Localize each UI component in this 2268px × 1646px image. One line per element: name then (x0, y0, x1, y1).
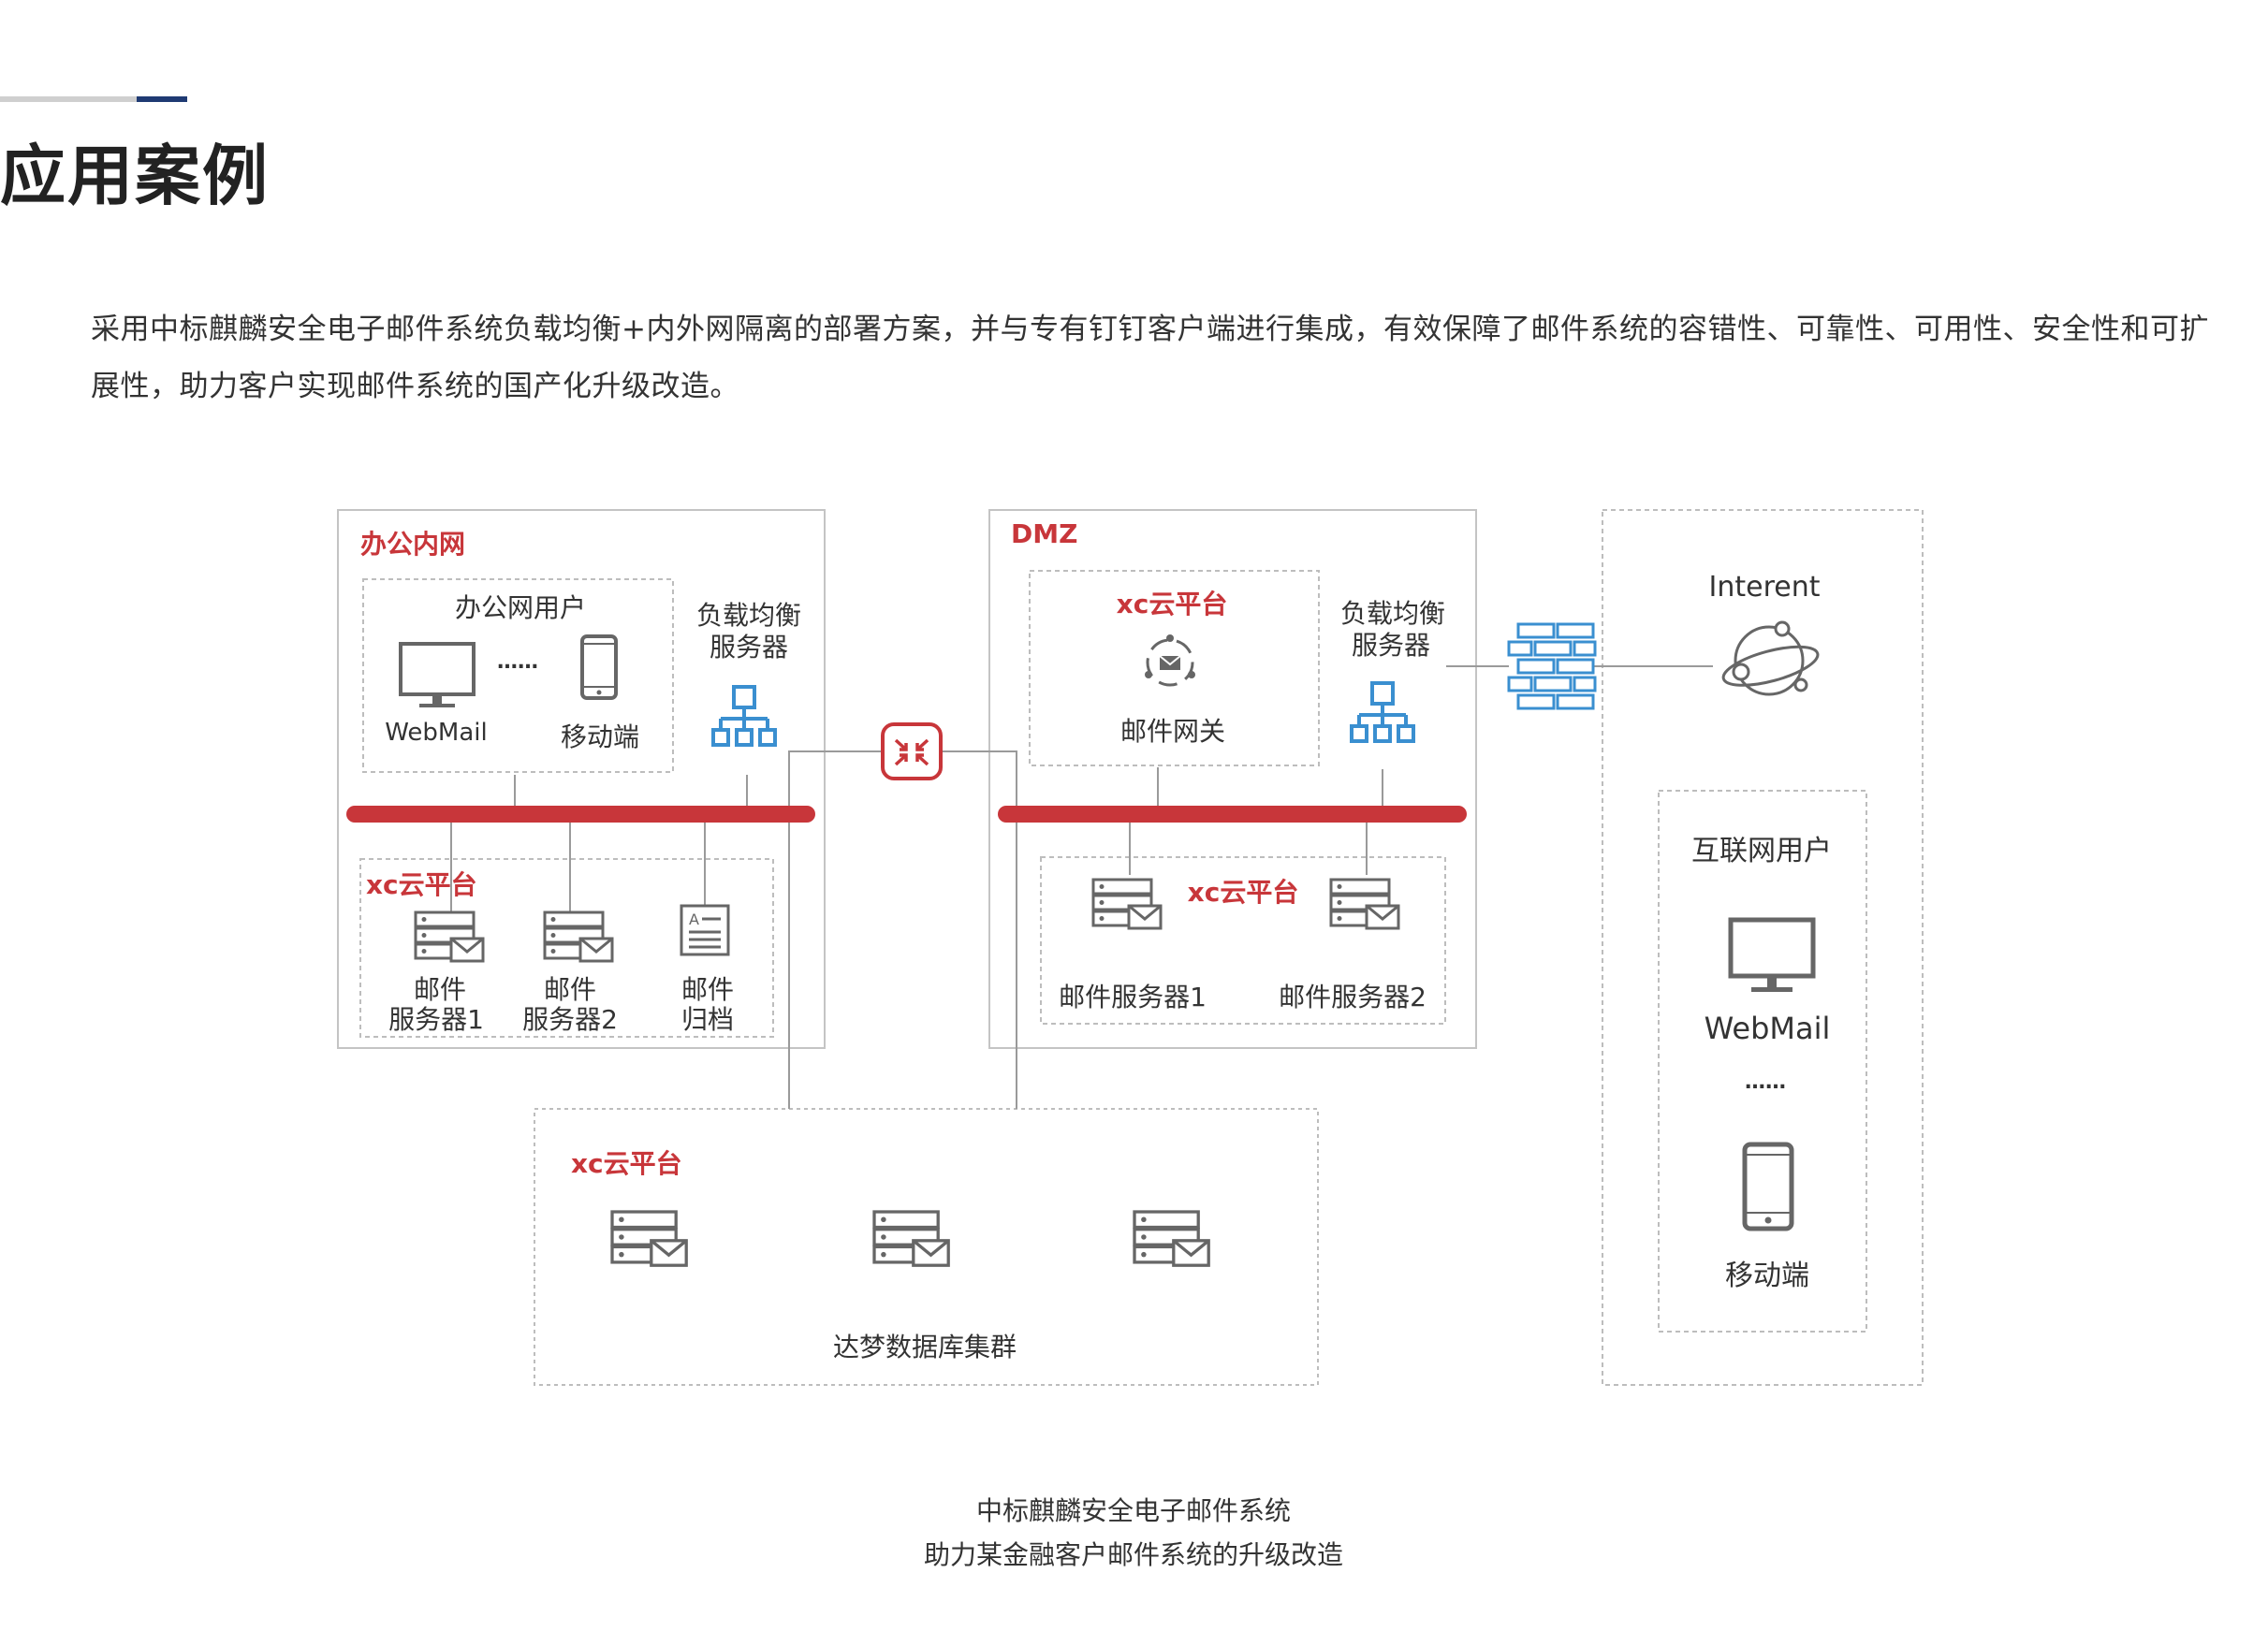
dmz-network-bus (998, 806, 1467, 823)
dmz-load-balancer-icon (1350, 681, 1415, 743)
firewall-icon (1507, 622, 1597, 710)
title-accent-blue (137, 96, 187, 102)
db-zone-box (534, 1108, 1319, 1386)
db-server3-icon (1133, 1210, 1210, 1267)
internet-webmail-label: WebMail (1704, 1011, 1831, 1046)
office-lb-label-line1: 负载均衡 (695, 600, 802, 631)
dmz-server2-label: 邮件服务器2 (1279, 982, 1427, 1012)
svg-text:A: A (689, 910, 699, 928)
internet-globe-icon (1721, 620, 1820, 696)
internet-zone-box (1602, 509, 1924, 1386)
office-network-bus (346, 806, 815, 823)
office-zone-box (337, 509, 826, 1049)
office-server2-label-line1: 邮件 (543, 974, 597, 1005)
intro-paragraph: 采用中标麒麟安全电子邮件系统负载均衡+内外网隔离的部署方案，并与专有钉钉客户端进… (91, 313, 2209, 403)
office-mobile-label: 移动端 (560, 721, 640, 752)
office-server1-label-line1: 邮件 (413, 974, 467, 1005)
dmz-platform-top-label: xc云平台 (1116, 589, 1228, 619)
office-users-title: 办公网用户 (454, 592, 587, 623)
mail-gateway-label: 邮件网关 (1119, 716, 1226, 747)
office-lb-label-line2: 服务器 (709, 632, 789, 663)
internet-users-box (1658, 790, 1867, 1333)
dmz-platform-bottom-label: xc云平台 (1187, 877, 1299, 908)
caption-line2: 助力某金融客户邮件系统的升级改造 (923, 1539, 1344, 1570)
internet-zone-title: Interent (1708, 571, 1821, 604)
isolation-gateway-icon (881, 722, 943, 780)
db-cluster-label: 达梦数据库集群 (832, 1332, 1017, 1362)
caption-line1: 中标麒麟安全电子邮件系统 (975, 1495, 1292, 1526)
page-title: 应用案例 (0, 138, 270, 214)
dmz-mail-server2-icon (1329, 878, 1400, 930)
db-server2-icon (872, 1210, 950, 1267)
mail-gateway-icon (1145, 634, 1195, 687)
office-zone-title: 办公内网 (360, 529, 466, 560)
office-mail-server2-icon (543, 910, 614, 963)
db-platform-label: xc云平台 (571, 1148, 682, 1179)
office-server1-label-line2: 服务器1 (388, 1004, 484, 1035)
internet-desktop-monitor-icon (1728, 917, 1816, 992)
dmz-zone-title: DMZ (1011, 518, 1078, 549)
dmz-lb-label-line2: 服务器 (1351, 630, 1431, 661)
internet-users-ellipsis: …… (1745, 1071, 1786, 1094)
office-platform-box (359, 858, 774, 1038)
dmz-server1-label: 邮件服务器1 (1059, 982, 1207, 1012)
archive-label-line2: 归档 (680, 1004, 735, 1035)
dmz-platform-box (1040, 856, 1446, 1025)
dmz-zone-box (988, 509, 1477, 1049)
internet-mobile-label: 移动端 (1725, 1260, 1809, 1292)
archive-label-line1: 邮件 (680, 974, 735, 1005)
internet-mobile-phone-icon (1742, 1142, 1794, 1231)
office-users-box (362, 578, 674, 773)
office-webmail-label: WebMail (385, 719, 488, 747)
dmz-gateway-box (1029, 570, 1320, 766)
office-mail-server1-icon (414, 910, 485, 963)
mail-archive-icon: A (680, 904, 730, 956)
title-accent-gray (0, 96, 137, 102)
dmz-lb-label-line1: 负载均衡 (1339, 598, 1446, 629)
mobile-phone-icon (580, 634, 618, 700)
internet-users-title: 互联网用户 (1691, 835, 1832, 867)
desktop-monitor-icon (399, 642, 476, 707)
db-server1-icon (610, 1210, 688, 1267)
office-server2-label-line2: 服务器2 (522, 1004, 618, 1035)
dmz-mail-server1-icon (1091, 878, 1163, 930)
office-load-balancer-icon (711, 685, 777, 747)
office-users-ellipsis: …… (497, 650, 538, 674)
office-platform-label: xc云平台 (366, 869, 477, 900)
